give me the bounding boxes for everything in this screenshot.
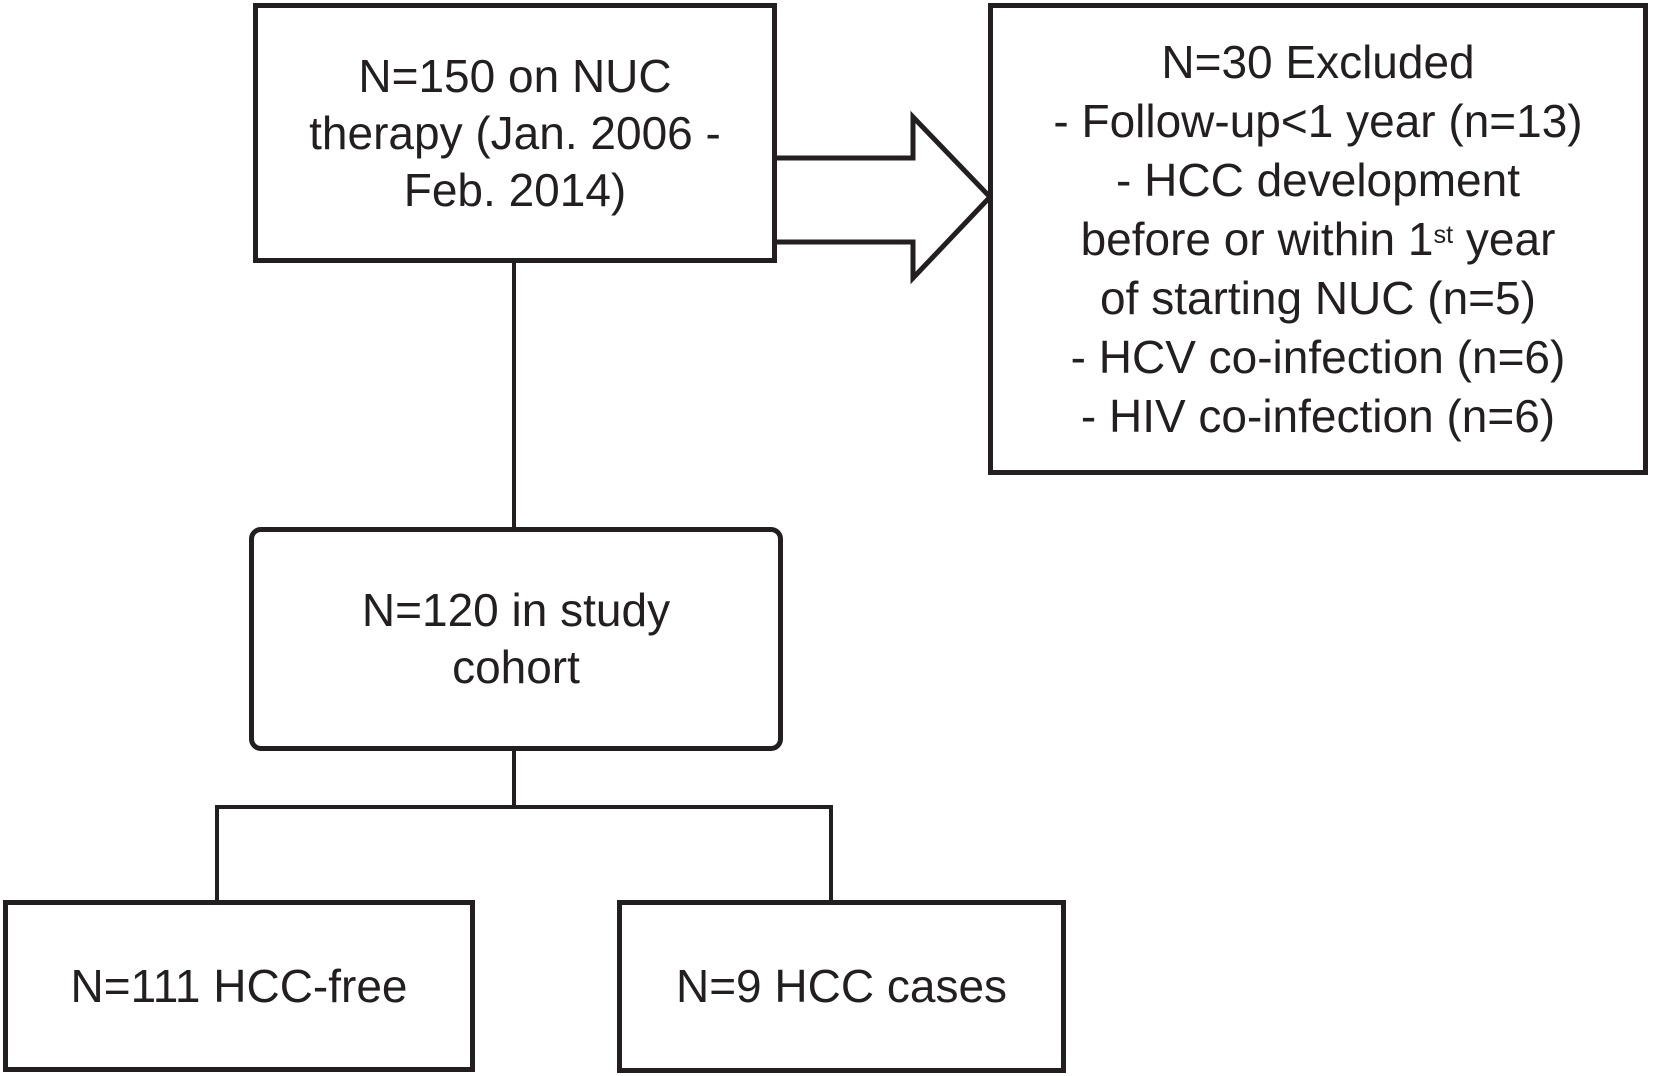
nuc-line-3: Feb. 2014) <box>403 163 627 216</box>
box-hcc-free: N=111 HCC-free <box>3 900 475 1072</box>
cohort-line-2: cohort <box>452 641 580 693</box>
connector-branch <box>215 805 833 902</box>
excluded-hcc-2-pre: before or within 1 <box>1080 212 1434 265</box>
hcc-free-label: N=111 HCC-free <box>70 959 408 1012</box>
excluded-item-hiv: - HIV co-infection (n=6) <box>1080 389 1556 442</box>
hcc-cases-label: N=9 HCC cases <box>675 960 1008 1012</box>
excluded-item-hcc-1: - HCC development <box>1116 153 1520 206</box>
excluded-item-followup: - Follow-up<1 year (n=13) <box>1053 94 1583 147</box>
excluded-item-hcc-2: before or within 1st year <box>1081 210 1556 269</box>
superscript-st: st <box>1433 221 1454 250</box>
excluded-item-hcv: - HCV co-infection (n=6) <box>1070 330 1566 383</box>
excluded-hcc-2-post: year <box>1453 212 1556 265</box>
exclusion-arrow <box>771 110 994 285</box>
box-study-cohort: N=120 in study cohort <box>249 527 783 751</box>
nuc-line-1: N=150 on NUC <box>358 49 672 102</box>
excluded-title: N=30 Excluded <box>1161 35 1475 88</box>
box-excluded: N=30 Excluded - Follow-up<1 year (n=13) … <box>988 3 1648 475</box>
cohort-line-1: N=120 in study <box>361 584 671 636</box>
box-hcc-cases: N=9 HCC cases <box>617 900 1066 1073</box>
nuc-line-2: therapy (Jan. 2006 - <box>309 106 721 159</box>
excluded-item-hcc-3: of starting NUC (n=5) <box>1100 271 1536 324</box>
box-nuc-therapy: N=150 on NUC therapy (Jan. 2006 - Feb. 2… <box>253 3 777 263</box>
